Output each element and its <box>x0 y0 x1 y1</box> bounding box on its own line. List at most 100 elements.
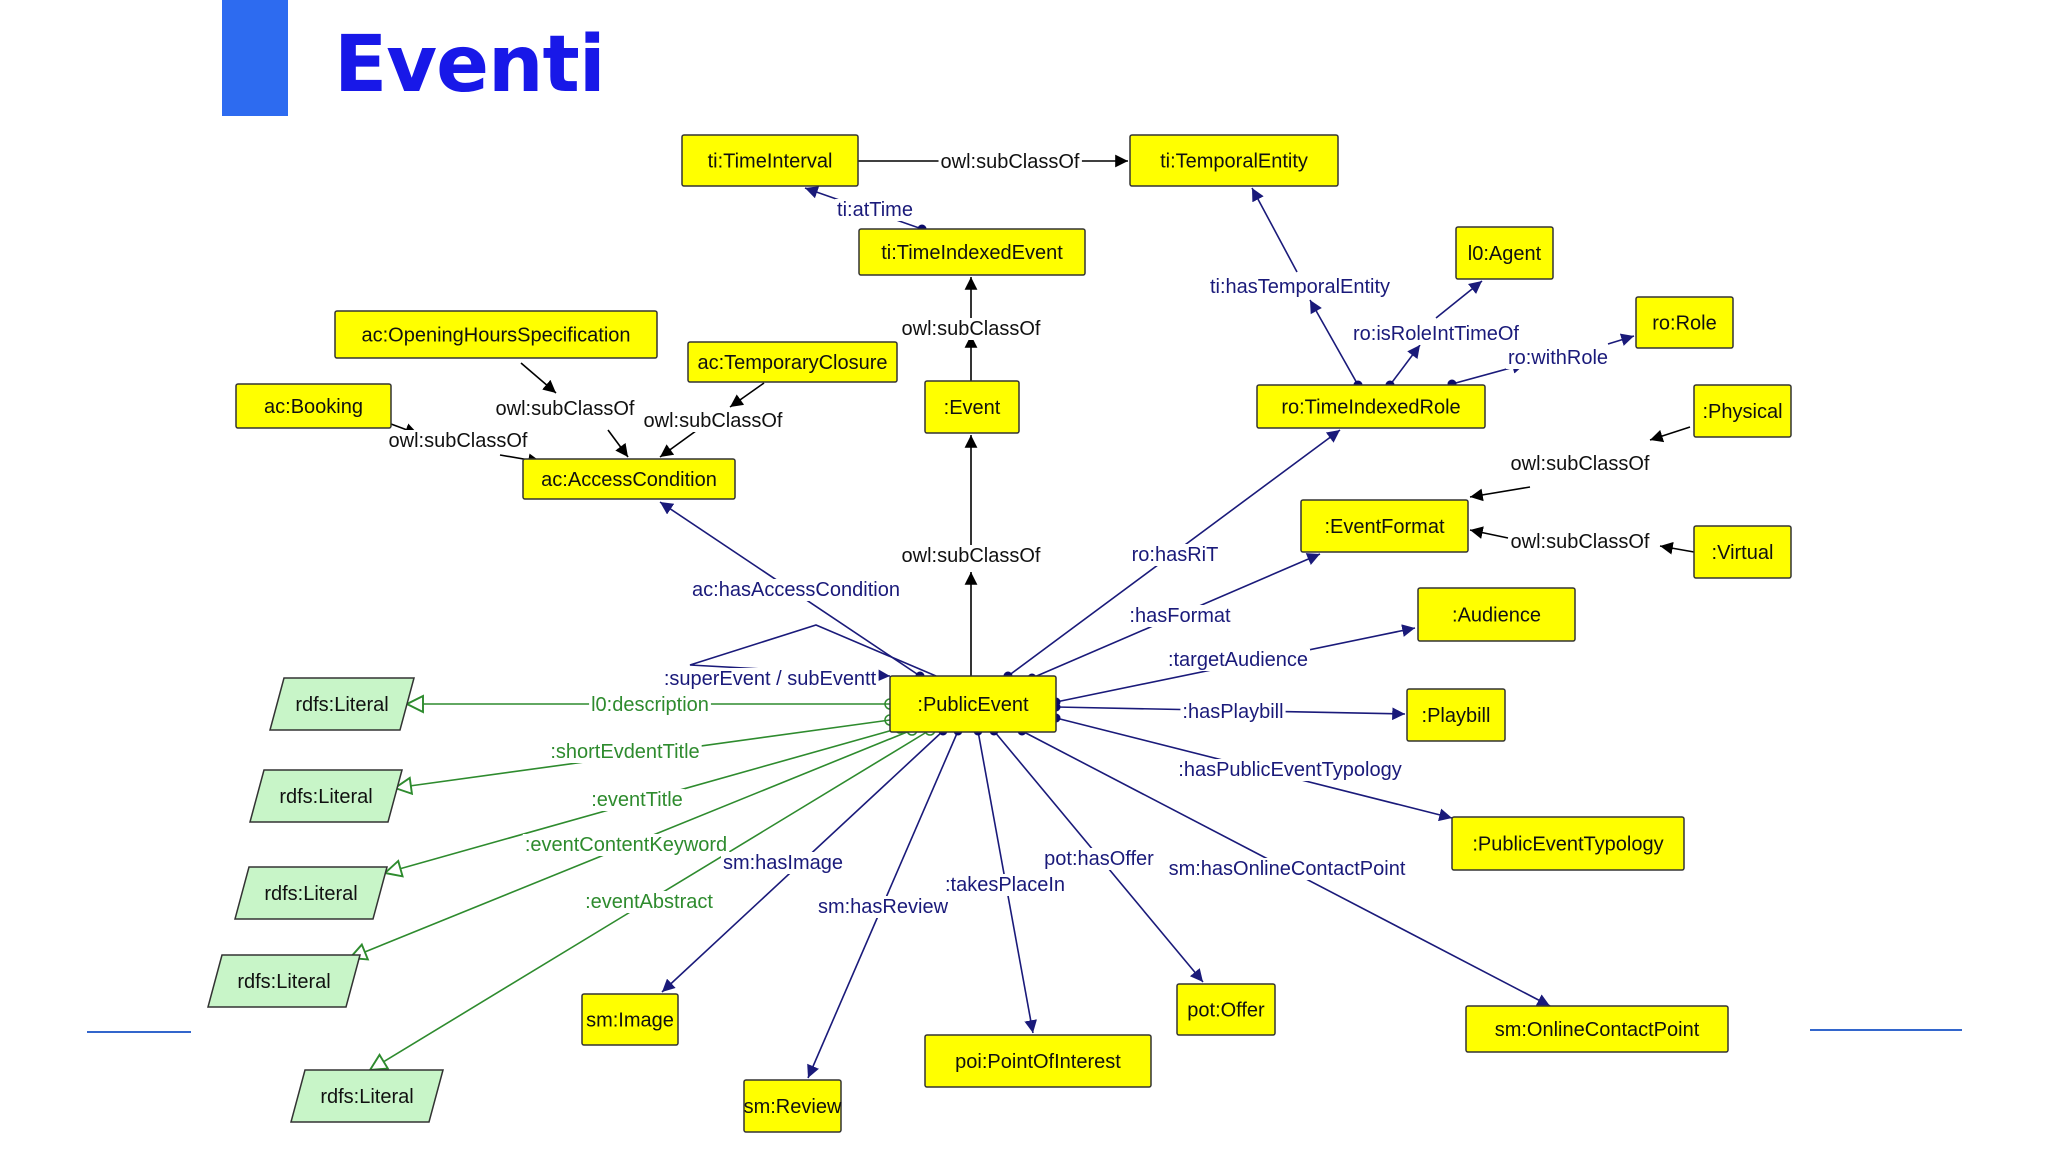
node-label: l0:Agent <box>1468 243 1542 265</box>
edge-subclass-closure <box>729 382 765 408</box>
edge-subclass-opening <box>520 362 557 394</box>
node-label: ac:AccessCondition <box>541 469 717 491</box>
node-label: :EventFormat <box>1324 516 1444 538</box>
edge-label-has-rit: ro:hasRiT <box>1132 544 1219 566</box>
node-sm-image[interactable]: sm:Image <box>581 993 679 1046</box>
node-sm-review[interactable]: sm:Review <box>743 1079 842 1133</box>
node-public-event[interactable]: :PublicEvent <box>889 675 1057 733</box>
edge-segment <box>1469 526 1509 539</box>
edge-segment <box>607 429 629 458</box>
node-ac-access[interactable]: ac:AccessCondition <box>522 458 736 500</box>
edge-label-subclass-physical: owl:subClassOf <box>1511 453 1650 475</box>
node-pot-offer[interactable]: pot:Offer <box>1176 983 1276 1036</box>
edge-label-event-title: :eventTitle <box>591 789 683 811</box>
edge-label-takes-place-in: :takesPlaceIn <box>945 874 1065 896</box>
node-playbill[interactable]: :Playbill <box>1406 688 1506 742</box>
node-label: :PublicEventTypology <box>1472 834 1663 856</box>
edge-subclass-virtual <box>1659 541 1695 555</box>
edge-label-has-typology: :hasPublicEventTypology <box>1178 759 1401 781</box>
edge-label-subclass-opening: owl:subClassOf <box>496 398 635 420</box>
edge-segment <box>1607 333 1635 346</box>
node-label: ti:TimeIndexedEvent <box>881 242 1063 264</box>
edge-label-has-review: sm:hasReview <box>818 896 949 918</box>
node-label: pot:Offer <box>1187 1000 1265 1022</box>
edge-label-content-keyword: :eventContentKeyword <box>525 834 727 856</box>
node-label: sm:Review <box>744 1096 842 1118</box>
edge-label-subclass-pe: owl:subClassOf <box>902 545 1041 567</box>
right-divider-line <box>1810 1029 1962 1031</box>
node-label: ac:OpeningHoursSpecification <box>361 325 630 347</box>
node-pe-typology[interactable]: :PublicEventTypology <box>1451 816 1685 871</box>
edge-subclass-physical <box>1649 426 1691 443</box>
node-ro-tir[interactable]: ro:TimeIndexedRole <box>1256 384 1486 429</box>
edge-label-at-time: ti:atTime <box>837 199 913 221</box>
node-label: rdfs:Literal <box>295 694 388 716</box>
node-label: ti:TimeInterval <box>708 151 833 173</box>
edge-label-with-role: ro:withRole <box>1508 347 1608 369</box>
node-label: rdfs:Literal <box>264 883 357 905</box>
node-ac-temp-closure[interactable]: ac:TemporaryClosure <box>687 341 898 383</box>
node-label: :Playbill <box>1422 705 1491 727</box>
node-label: sm:OnlineContactPoint <box>1495 1019 1700 1041</box>
node-label: :Event <box>944 397 1001 419</box>
node-lit5[interactable]: rdfs:Literal <box>290 1069 444 1123</box>
node-label: ac:TemporaryClosure <box>697 352 887 374</box>
node-audience[interactable]: :Audience <box>1417 587 1576 642</box>
slide-title: Eventi <box>334 20 606 110</box>
edge-label-subclass-booking: owl:subClassOf <box>389 430 528 452</box>
edge-label-has-offer: pot:hasOffer <box>1044 848 1154 870</box>
edge-label-target-audience: :targetAudience <box>1168 649 1308 671</box>
node-label: sm:Image <box>586 1010 674 1032</box>
edge-label-super-sub-event: :superEvent / subEventt <box>664 668 877 690</box>
node-ac-opening[interactable]: ac:OpeningHoursSpecification <box>334 310 658 359</box>
edge-segment <box>1469 486 1531 502</box>
node-lit3[interactable]: rdfs:Literal <box>234 866 388 920</box>
title-accent-bar <box>222 0 288 116</box>
edge-label-subclass-tie: owl:subClassOf <box>902 318 1041 340</box>
edge-segment <box>659 427 701 458</box>
node-ac-booking[interactable]: ac:Booking <box>235 383 392 429</box>
node-label: :Audience <box>1452 605 1541 627</box>
edge-label-short-title: :shortEvdentTitle <box>550 741 699 763</box>
node-label: ro:Role <box>1652 313 1716 335</box>
edge-label-subclass-closure: owl:subClassOf <box>644 410 783 432</box>
edge-label-has-ocp: sm:hasOnlineContactPoint <box>1169 858 1406 880</box>
node-lit4[interactable]: rdfs:Literal <box>207 954 361 1008</box>
edge-label-event-abstract: :eventAbstract <box>585 891 713 913</box>
node-label: ac:Booking <box>264 396 363 418</box>
edge-label-subclass-virtual: owl:subClassOf <box>1511 531 1650 553</box>
edge-segment <box>1251 187 1298 273</box>
node-label: rdfs:Literal <box>320 1086 413 1108</box>
edge-segment <box>1435 280 1483 319</box>
edge-label-has-image: sm:hasImage <box>723 852 843 874</box>
node-ro-role[interactable]: ro:Role <box>1635 296 1734 349</box>
edge-label-has-access-condition: ac:hasAccessCondition <box>692 579 900 601</box>
node-label: ro:TimeIndexedRole <box>1281 397 1460 419</box>
edge-label-subclass-interval: owl:subClassOf <box>941 151 1080 173</box>
node-event-format[interactable]: :EventFormat <box>1300 499 1469 553</box>
left-divider-line <box>87 1031 191 1033</box>
node-label: :Virtual <box>1712 542 1774 564</box>
node-label: ti:TemporalEntity <box>1160 151 1308 173</box>
node-ti-temporal[interactable]: ti:TemporalEntity <box>1129 134 1339 187</box>
edge-is-role-in-time-of <box>1385 344 1421 390</box>
edge-label-l0-description: l0:description <box>591 694 709 716</box>
node-lit1[interactable]: rdfs:Literal <box>269 677 415 731</box>
edge-label-has-playbill: :hasPlaybill <box>1182 701 1283 723</box>
node-sm-ocp[interactable]: sm:OnlineContactPoint <box>1465 1005 1729 1053</box>
node-lit2[interactable]: rdfs:Literal <box>249 769 403 823</box>
node-poi[interactable]: poi:PointOfInterest <box>924 1034 1152 1088</box>
edge-label-has-temporal-entity: ti:hasTemporalEntity <box>1210 276 1390 298</box>
node-event[interactable]: :Event <box>924 380 1020 434</box>
edge-label-is-role-in-time-of: ro:isRoleIntTimeOf <box>1353 323 1519 345</box>
node-ti-indexed-event[interactable]: ti:TimeIndexedEvent <box>858 228 1086 276</box>
node-virtual[interactable]: :Virtual <box>1693 525 1792 579</box>
node-physical[interactable]: :Physical <box>1693 384 1792 438</box>
node-ti-interval[interactable]: ti:TimeInterval <box>681 134 859 187</box>
node-label: rdfs:Literal <box>279 786 372 808</box>
node-label: :Physical <box>1702 401 1782 423</box>
node-l0-agent[interactable]: l0:Agent <box>1455 226 1554 280</box>
node-label: poi:PointOfInterest <box>955 1051 1121 1073</box>
node-label: :PublicEvent <box>917 694 1029 716</box>
